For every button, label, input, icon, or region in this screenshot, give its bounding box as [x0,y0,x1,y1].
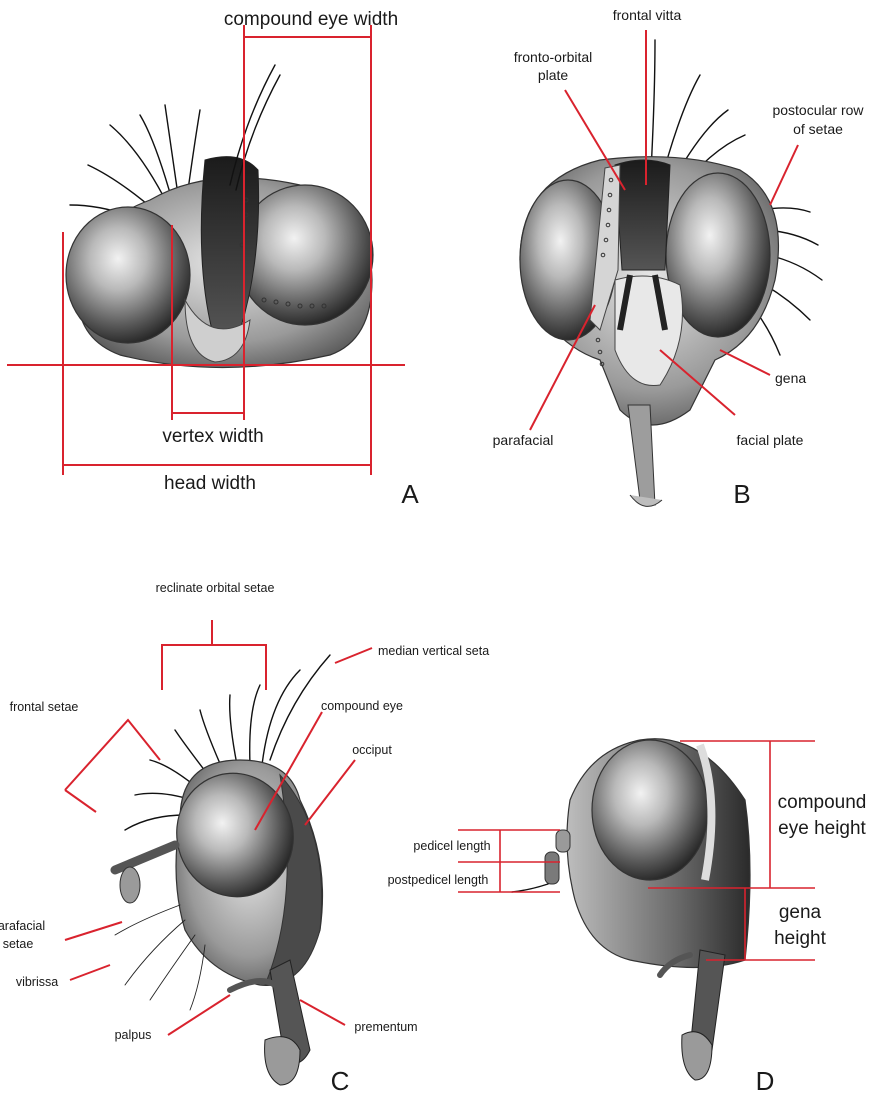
compound-eye-height-label-line2: eye height [778,818,866,839]
head-illustration-lateral [512,739,750,1080]
parafacial-setae-label-line1: parafacial [0,919,45,933]
fronto-orbital-plate-label-line1: fronto-orbital [514,49,593,65]
head-illustration-lateral-setae [115,655,330,1085]
postpedicel-length-label: postpedicel length [388,873,489,887]
pedicel-length-label: pedicel length [413,839,490,853]
prementum-label: prementum [354,1020,417,1034]
panel-a: compound eye width vertex width head wid… [7,9,419,509]
vibrissa-label: vibrissa [16,975,58,989]
gena-label: gena [775,370,806,386]
reclinate-orbital-setae-label: reclinate orbital setae [156,581,275,595]
palpus-label: palpus [115,1028,152,1042]
vertex-width-label: vertex width [162,426,263,447]
panel-d: pedicel length postpedicel length compou… [388,739,867,1096]
compound-eye-width-label: compound eye width [224,9,398,30]
panel-letter-b: B [733,479,750,509]
gena-height-label-line1: gena [779,902,822,923]
parafacial-setae-label-line2: setae [3,937,34,951]
panel-letter-c: C [331,1066,350,1096]
head-illustration-frontal-dorsal [66,65,373,368]
panel-letter-a: A [401,479,419,509]
occiput-label: occiput [352,743,392,757]
head-width-label: head width [164,473,256,494]
frontal-setae-label: frontal setae [10,700,79,714]
panel-letter-d: D [756,1066,775,1096]
median-vertical-seta-label: median vertical seta [378,644,489,658]
postocular-row-label-line1: postocular row [772,102,864,118]
gena-height-label-line2: height [774,928,826,949]
fronto-orbital-plate-label-line2: plate [538,67,569,83]
parafacial-label: parafacial [493,432,554,448]
compound-eye-height-label-line1: compound [778,792,867,813]
frontal-vitta-label: frontal vitta [613,7,682,23]
panel-b: frontal vitta fronto-orbital plate posto… [493,7,865,509]
facial-plate-label: facial plate [737,432,804,448]
compound-eye-label: compound eye [321,699,403,713]
postocular-row-label-line2: of setae [793,121,843,137]
